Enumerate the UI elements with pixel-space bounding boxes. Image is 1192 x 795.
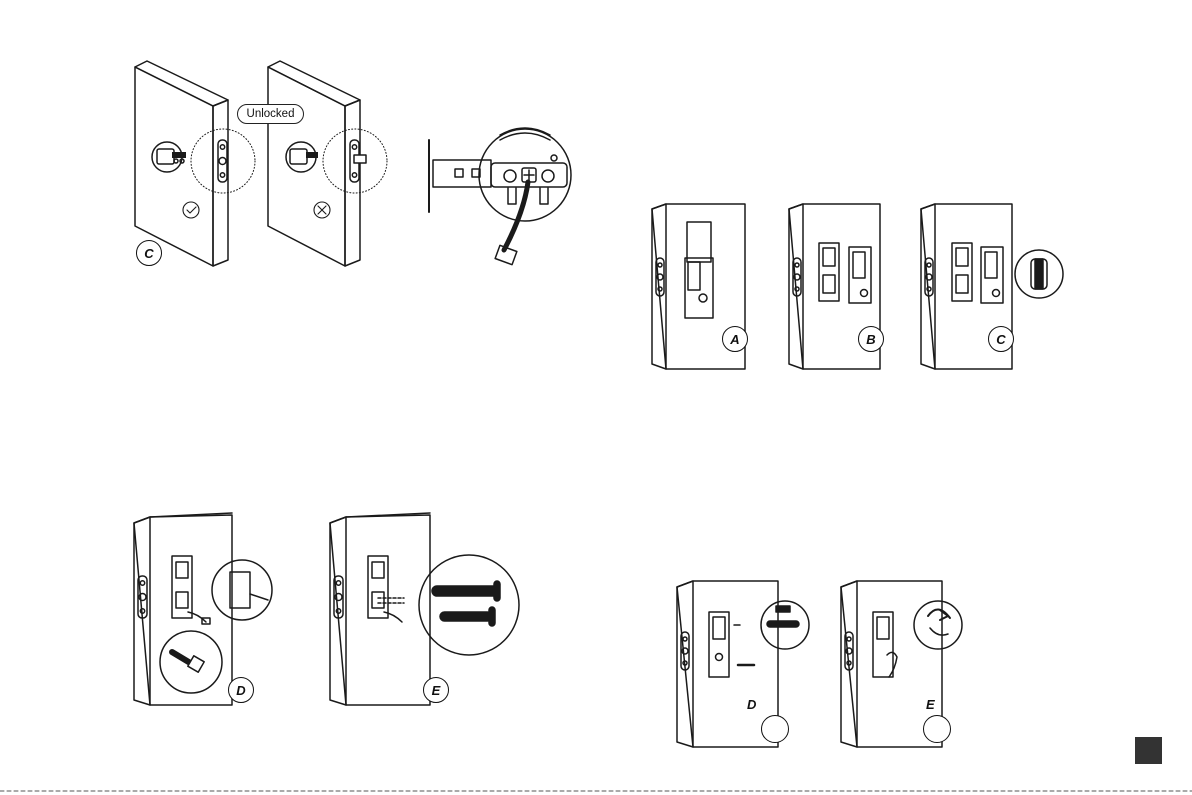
door-screws-illustration	[330, 513, 519, 705]
step-label-d-right: D	[747, 697, 756, 712]
step-badge-e-left: E	[423, 677, 449, 703]
door-install-step-d	[677, 581, 809, 747]
door-edge-correct-illustration	[135, 61, 255, 266]
page-number-box	[1135, 737, 1162, 764]
step-badge-d-right-empty	[761, 715, 789, 743]
latch-bolt-illustration	[429, 128, 571, 265]
step-badge-a: A	[722, 326, 748, 352]
door-wiring-illustration	[134, 513, 272, 705]
step-badge-e-right-empty	[923, 715, 951, 743]
unlocked-callout: Unlocked	[237, 104, 304, 124]
step-badge-c-left: C	[136, 240, 162, 266]
step-label-e-right: E	[926, 697, 935, 712]
step-badge-c-right: C	[988, 326, 1014, 352]
door-edge-wrong-illustration	[268, 61, 387, 266]
step-badge-d-left: D	[228, 677, 254, 703]
step-badge-b: B	[858, 326, 884, 352]
